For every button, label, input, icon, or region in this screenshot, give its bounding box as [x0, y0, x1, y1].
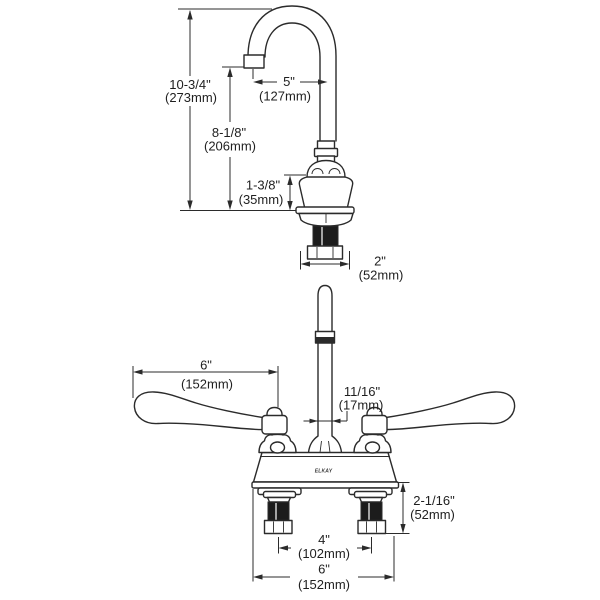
- side-shank: [312, 225, 339, 248]
- left-handle-ball: [266, 406, 283, 417]
- side-view: [243, 5, 355, 260]
- deck-base-plate: [251, 481, 400, 489]
- faucet-centers-in-label: 4": [318, 532, 330, 547]
- dim-faucet-centers: 4" (102mm): [278, 532, 372, 561]
- riser-flare-left: [307, 420, 319, 454]
- arrow-left: [253, 574, 263, 580]
- spout-outlet: [243, 54, 265, 69]
- body-width-in-label: 2": [374, 254, 386, 269]
- body-height-mm-label: (35mm): [239, 192, 284, 207]
- arrow-left: [278, 545, 288, 551]
- arrow-up: [187, 10, 193, 20]
- right-nut: [357, 519, 387, 535]
- dim-overall-height: 10-3/4" (273mm): [165, 8, 296, 211]
- dome-knob-left: [311, 168, 324, 175]
- arrow-left: [133, 369, 143, 375]
- side-nut: [306, 245, 344, 260]
- left-handle-blade: [133, 391, 264, 431]
- arrow-down: [287, 201, 293, 211]
- body-width-mm-label: (52mm): [359, 268, 404, 283]
- spout-od-in-label: 11/16": [344, 384, 381, 399]
- deck-height-in-label: 2-1/16": [413, 493, 455, 508]
- arrow-right: [318, 79, 328, 85]
- arrow-right: [362, 545, 372, 551]
- dome-knob-right: [328, 168, 341, 175]
- riser-flare-inner-right: [328, 440, 331, 453]
- arrow-left-in: [332, 418, 341, 424]
- gooseneck-outer-curve: [247, 5, 337, 142]
- arrow-up: [287, 175, 293, 185]
- left-handle-hub: [261, 414, 288, 435]
- arrow-left: [300, 261, 310, 267]
- dim-spout-height: 8-1/8" (206mm): [204, 66, 256, 210]
- left-flange-mid: [262, 490, 297, 499]
- dim-spout-od: 11/16" (17mm): [303, 384, 384, 424]
- overall-height-mm-label: (273mm): [165, 90, 217, 105]
- arrow-down: [227, 200, 233, 210]
- left-bonnet-hole: [269, 441, 286, 454]
- arrow-up: [400, 482, 406, 492]
- arrow-left: [253, 79, 263, 85]
- arrow-right-in: [309, 418, 318, 424]
- dim-body-height: 1-3/8" (35mm): [239, 174, 306, 211]
- arrow-down: [187, 200, 193, 210]
- body-height-in-label: 1-3/8": [246, 178, 281, 193]
- right-flange-neck: [358, 496, 384, 503]
- arrow-down: [400, 524, 406, 534]
- deck-width-in-label: 6": [318, 562, 330, 577]
- deck-width-mm-label: (152mm): [298, 577, 350, 592]
- dim-spout-reach: 5" (127mm): [252, 69, 328, 104]
- left-shank: [267, 501, 290, 522]
- gooseneck-inner-curve: [264, 22, 321, 142]
- overall-height-in-label: 10-3/4": [169, 77, 211, 92]
- body-dome: [306, 159, 346, 178]
- spout-reach-in-label: 5": [283, 74, 295, 89]
- arrow-right: [268, 369, 278, 375]
- arrow-right: [384, 574, 394, 580]
- left-nut: [263, 519, 293, 535]
- riser-flare-right: [331, 420, 343, 454]
- right-bonnet-hole: [364, 441, 381, 454]
- handle-length-in-label: 6": [200, 358, 212, 373]
- handle-length-mm-label: (152mm): [181, 377, 233, 392]
- deck-height-mm-label: (52mm): [410, 507, 455, 522]
- right-handle-hub: [361, 414, 388, 435]
- arrow-up: [227, 67, 233, 77]
- right-handle-ball: [366, 406, 383, 417]
- dim-deck-width: 6" (152mm): [252, 489, 395, 592]
- riser-tube: [317, 284, 333, 422]
- right-flange-mid: [353, 490, 388, 499]
- right-shank: [360, 501, 383, 522]
- body-side-right: [344, 176, 354, 208]
- dim-deck-height: 2-1/16" (52mm): [386, 482, 455, 534]
- faucet-centers-mm-label: (102mm): [298, 546, 350, 561]
- riser-ring-band: [315, 337, 335, 343]
- dim-body-width: 2" (52mm): [300, 251, 404, 283]
- spout-od-mm-label: (17mm): [339, 398, 384, 413]
- brand-logo: ELKAY: [315, 469, 333, 475]
- dim-handle-length: 6" (152mm): [132, 358, 279, 407]
- spout-height-mm-label: (206mm): [204, 139, 256, 154]
- body-side-left: [298, 176, 308, 208]
- arrow-right: [340, 261, 350, 267]
- riser-flare-inner-left: [319, 440, 322, 453]
- right-handle-blade: [385, 391, 516, 431]
- left-flange-neck: [266, 496, 292, 503]
- spout-reach-mm-label: (127mm): [259, 89, 311, 104]
- front-view: ELKAY: [133, 284, 516, 535]
- spout-height-in-label: 8-1/8": [212, 125, 247, 140]
- base-band: [295, 206, 355, 215]
